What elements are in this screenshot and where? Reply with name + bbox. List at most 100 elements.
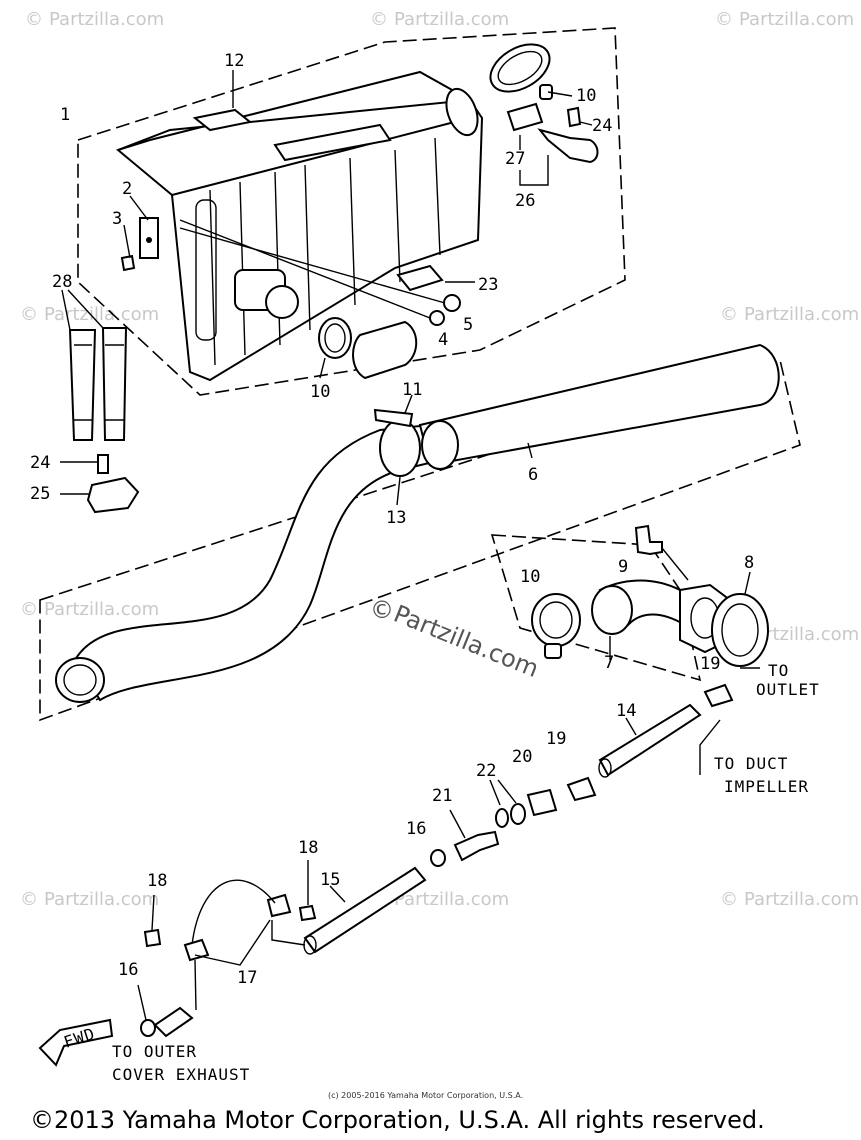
exhaust-hose-13 [55, 423, 452, 703]
leader-line [489, 779, 517, 806]
callout-24-top: 24 [592, 116, 612, 136]
callout-10-top: 10 [576, 86, 596, 106]
plate-27 [506, 102, 544, 132]
callout-24-left: 24 [30, 453, 50, 473]
leader-line [194, 919, 271, 966]
fwd-arrow-icon: FWD [38, 1018, 114, 1067]
bracket-25 [86, 476, 140, 514]
center-watermark: Partzilla.com [390, 600, 543, 683]
leader-line [625, 717, 637, 736]
clamp-10-elbow [531, 593, 581, 659]
elbow-boundary [490, 534, 702, 682]
leader-line [449, 809, 466, 839]
leader-line [699, 719, 721, 775]
leader-line [547, 91, 573, 97]
callout-2: 2 [122, 179, 132, 199]
callout-14: 14 [616, 701, 636, 721]
callout-18-upper: 18 [298, 838, 318, 858]
fitting-20 [526, 788, 558, 817]
callout-21: 21 [432, 786, 452, 806]
callout-28: 28 [52, 272, 72, 292]
leader-line [744, 571, 751, 595]
bolt-9 [634, 524, 663, 556]
callout-16-lower: 16 [118, 960, 138, 980]
callout-5: 5 [463, 315, 473, 335]
callout-20: 20 [512, 747, 532, 767]
callout-13: 13 [386, 508, 406, 528]
clamp-11 [373, 408, 421, 477]
watermark: ©Partzilla.com [720, 889, 859, 910]
callout-18-lower: 18 [147, 871, 167, 891]
washer-5 [443, 294, 461, 312]
callout-17: 17 [237, 968, 257, 988]
callout-1: 1 [60, 105, 70, 125]
hose-loop [271, 920, 306, 946]
straps-28 [68, 327, 128, 441]
note-to-duct-line2: IMPELLER [724, 777, 809, 796]
leader-line [61, 289, 104, 331]
leader-line [396, 476, 401, 506]
bolt-18 [143, 928, 162, 948]
clip-19 [703, 683, 734, 708]
short-hose [153, 1006, 194, 1038]
leader-line [519, 155, 549, 186]
callout-4: 4 [438, 330, 448, 350]
center-watermark-symbol: © [370, 596, 394, 624]
routing-notes: TO OUTLET TO DUCT IMPELLER TO OUTER COVE… [112, 661, 820, 1084]
hose-boundary [39, 358, 801, 722]
callout-25: 25 [30, 484, 50, 504]
note-to-outer-line2: COVER EXHAUST [112, 1065, 250, 1084]
plate-23 [396, 264, 444, 292]
leader-line [151, 894, 155, 931]
hose-loop [191, 879, 276, 946]
bolt-18 [298, 904, 317, 922]
leader-line [137, 984, 147, 1021]
callout-26: 26 [515, 191, 535, 211]
exhaust-pipe-6 [418, 343, 780, 470]
note-to-outlet-line1: TO [768, 661, 789, 680]
watermark: ©Partzilla.com [370, 9, 509, 30]
leader-line [179, 219, 431, 319]
muffler-body [116, 70, 484, 382]
hose-stub [352, 320, 418, 380]
hose-loop [194, 959, 197, 1011]
washer-22 [510, 803, 526, 825]
leader-line [579, 121, 593, 126]
copyright-footer: ©2013 Yamaha Motor Corporation, U.S.A. A… [30, 1106, 765, 1134]
clip-19 [566, 776, 597, 802]
callout-10-elbow: 10 [520, 567, 540, 587]
watermark: ©Partzilla.com [20, 599, 159, 620]
leader-line [123, 224, 131, 259]
hose-14 [598, 703, 702, 778]
callout-16-upper: 16 [406, 819, 426, 839]
screw-3 [120, 254, 136, 272]
plate-12 [192, 108, 253, 132]
callout-27: 27 [505, 149, 525, 169]
callout-11: 11 [402, 380, 422, 400]
leader-line [179, 227, 446, 304]
clamp-10 [318, 317, 352, 359]
callout-6: 6 [528, 465, 538, 485]
leader-line [129, 195, 149, 221]
bolt-24 [566, 106, 582, 128]
watermark: ©Partzilla.com [720, 304, 859, 325]
callout-15: 15 [320, 870, 340, 890]
nipple-21 [453, 830, 500, 862]
clamp-16 [430, 849, 446, 867]
watermark: ©Partzilla.com [20, 304, 159, 325]
gasket-8 [711, 593, 769, 667]
note-to-outlet-line2: OUTLET [756, 680, 820, 699]
leader-line [404, 394, 413, 414]
callout-12: 12 [224, 51, 244, 71]
callout-3: 3 [112, 209, 122, 229]
callout-19-lower: 19 [546, 729, 566, 749]
nut-4 [429, 310, 445, 326]
callout-9: 9 [618, 557, 628, 577]
leader-line [329, 885, 346, 903]
washer-22 [495, 808, 509, 828]
callout-7: 7 [604, 653, 614, 673]
leader-line [661, 547, 689, 581]
callout-22: 22 [476, 761, 496, 781]
note-to-duct-line1: TO DUCT [714, 754, 788, 773]
